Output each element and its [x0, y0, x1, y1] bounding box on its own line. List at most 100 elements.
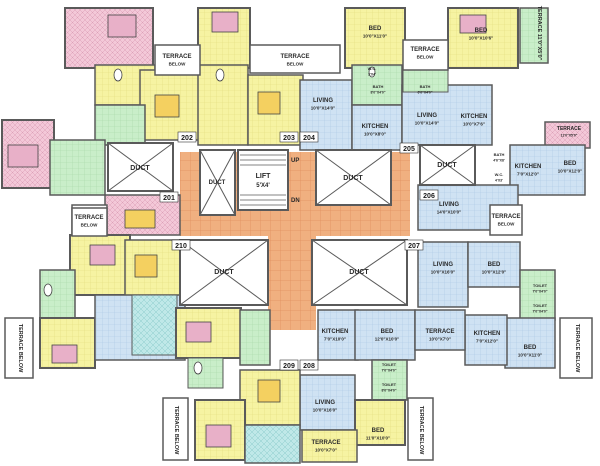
room-label-kitchen-204-name: KITCHEN — [362, 124, 389, 130]
room-label-kitchen-208-size: 7'0"X10'0" — [324, 337, 346, 342]
room-label-kitchen-205-size: 10'0"X7'6" — [463, 122, 485, 127]
duct-label: DUCT — [209, 180, 226, 186]
duct-label: DUCT — [343, 175, 363, 182]
room-label-kitchen-207-name: KITCHEN — [474, 331, 501, 337]
lift-core: LIFT 5'X4' UP DN — [237, 149, 300, 211]
flat-205-area — [401, 7, 549, 146]
room-label-toilet-208a-size: 7'0"X4'0" — [381, 369, 396, 373]
room-label-living-205-size: 10'0"X14'0" — [415, 121, 439, 126]
room-label-living-205-name: LIVING — [417, 113, 437, 119]
room-label-bed-207b-size: 10'0"X11'0" — [518, 353, 542, 358]
room-label-toilet-207a-name: TOILET — [533, 283, 548, 288]
duct-label: DUCT — [349, 269, 369, 276]
room-label-bath-204-size: 8'0"X4'0" — [370, 91, 385, 95]
flat-number-201: 201 — [163, 195, 175, 202]
room-label-kitchen-204-size: 10'0"X8'0" — [364, 132, 386, 137]
flat-number-202: 202 — [181, 135, 193, 142]
duct-label: DUCT — [437, 162, 457, 169]
room-label-terrace-206-below-name: TERRACE — [491, 214, 520, 220]
room-label-kitchen-207-size: 7'0"X12'0" — [476, 339, 498, 344]
room-label-terrace-206-top-size: 11'0"X5'0" — [561, 134, 578, 138]
flat-number-210: 210 — [175, 243, 187, 250]
room-label-bed-205-name: BED — [475, 28, 488, 34]
room-labels: TERRACE BELOW TERRACE BELOW BED 10'0"X11'0" W.… — [74, 26, 582, 453]
duct-label: DUCT — [214, 269, 234, 276]
room-label-terrace-top-mid-size: BELOW — [287, 62, 305, 67]
room-label-bed-205-size: 10'0"X10'6" — [469, 36, 493, 41]
ducts — [107, 142, 476, 306]
flat-number-203: 203 — [283, 135, 295, 142]
room-label-wc-206-name: W.C. — [495, 172, 504, 177]
room-label-terrace-205-below-size: BELOW — [417, 55, 435, 60]
room-label-bed-206-name: BED — [564, 161, 577, 167]
room-label-living-207-size: 10'0"X16'0" — [431, 270, 455, 275]
room-label-bed-208-size: 12'0"X10'0" — [375, 337, 399, 342]
room-label-terrace-top-left-size: BELOW — [169, 62, 187, 67]
flat-number-209: 209 — [283, 363, 295, 370]
flat-number-204: 204 — [303, 135, 315, 142]
room-label-toilet-208b-size: 8'0"X4'0" — [381, 389, 396, 393]
room-label-toilet-208b-name: TOILET — [382, 382, 397, 387]
room-label-living-208-name: LIVING — [315, 400, 335, 406]
room-label-bed-204-name: BED — [369, 26, 382, 32]
room-label-bed-208b-name: BED — [372, 428, 385, 434]
room-label-terrace-208-size: 10'0"X7'0" — [315, 448, 337, 453]
room-label-living-208-size: 10'0"X16'0" — [313, 408, 337, 413]
flat-number-205: 205 — [403, 146, 415, 153]
room-label-toilet-207b-size: 7'0"X4'0" — [532, 310, 547, 314]
flat-207-area — [417, 241, 556, 369]
room-label-bed-206-size: 10'0"X12'0" — [558, 169, 582, 174]
room-label-terrace-201-below-name: TERRACE — [74, 215, 103, 221]
room-label-terrace-205-below-name: TERRACE — [410, 47, 439, 53]
room-label-bed-208-name: BED — [381, 329, 394, 335]
room-label-wc-204-size: 3'X4' — [368, 73, 376, 77]
room-label-living-204-size: 10'0"X14'0" — [311, 106, 335, 111]
up-label: UP — [291, 158, 299, 164]
room-label-toilet-207b-name: TOILET — [533, 303, 548, 308]
dn-label: DN — [291, 198, 300, 204]
room-label-living-204-name: LIVING — [313, 98, 333, 104]
room-label-bath-206-size: 4'6"X8' — [493, 159, 505, 163]
room-label-bed-208b-size: 11'0"X10'0" — [366, 436, 390, 441]
flat-number-208: 208 — [303, 363, 315, 370]
vertical-label-terrace-left-below: TERRACE BELOW — [17, 324, 23, 373]
room-label-wc-206-size: 4'X3' — [495, 179, 503, 183]
vertical-labels: TERRACE 11'0"X5'0" TERRACE BELOW TERRACE B… — [17, 6, 580, 455]
vertical-label-terrace-bottom-right: TERRACE BELOW — [418, 406, 424, 455]
vertical-label-terrace-bottom-left: TERRACE BELOW — [173, 406, 179, 455]
room-label-terrace-top-left-name: TERRACE — [162, 54, 191, 60]
room-label-toilet-208a-name: TOILET — [382, 362, 397, 367]
room-label-kitchen-208-name: KITCHEN — [322, 329, 349, 335]
flat-202-area — [64, 7, 201, 146]
lift-label: LIFT — [256, 173, 271, 180]
room-label-bath-205-size: 6'0"X4'0" — [417, 91, 432, 95]
room-label-bed-207-name: BED — [488, 262, 501, 268]
room-label-terrace-207-name: TERRACE — [425, 329, 454, 335]
flat-208-area — [299, 309, 466, 463]
flat-204-area — [299, 7, 406, 151]
bed-icon — [7, 11, 487, 448]
room-label-terrace-206-below-size: BELOW — [498, 222, 516, 227]
duct-label: DUCT — [130, 165, 150, 172]
vertical-label-terrace-right-below: TERRACE BELOW — [574, 324, 580, 373]
room-label-living-206-size: 14'0"X10'0" — [437, 210, 461, 215]
room-label-living-207-name: LIVING — [433, 262, 453, 268]
flat-number-206: 206 — [423, 193, 435, 200]
room-label-bed-207b-name: BED — [524, 345, 537, 351]
stairs-icon — [240, 154, 286, 206]
room-label-bed-207-size: 10'0"X12'0" — [482, 270, 506, 275]
sofa-icon — [124, 91, 281, 403]
room-label-terrace-207-size: 10'0"X7'0" — [429, 337, 451, 342]
room-label-wc-204-name: W.C. — [368, 66, 377, 71]
duct-labels: DUCT DUCT DUCT DUCT DUCT DUCT — [130, 162, 457, 276]
flat-number-207: 207 — [408, 243, 420, 250]
terrace-boxes — [4, 39, 593, 461]
room-label-bed-204-size: 10'0"X11'0" — [363, 34, 387, 39]
room-label-terrace-top-mid-name: TERRACE — [280, 54, 309, 60]
room-label-kitchen-205-name: KITCHEN — [461, 114, 488, 120]
toilet-icon — [43, 66, 376, 375]
room-label-kitchen-206-name: KITCHEN — [515, 164, 542, 170]
flat-numbers: 202 203 204 205 206 201 210 207 209 208 — [159, 131, 439, 371]
room-label-bath-206-name: BATH — [494, 152, 505, 157]
